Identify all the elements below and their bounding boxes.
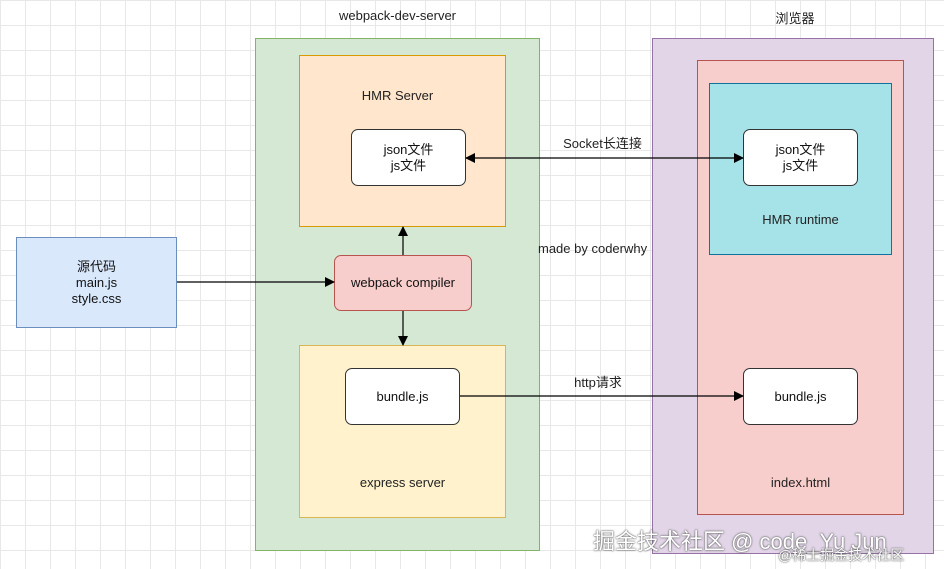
webpack-compiler-label: webpack compiler: [350, 275, 456, 290]
browser-bundle-label: bundle.js: [774, 388, 827, 404]
webpack-compiler-node: webpack compiler: [334, 255, 472, 311]
source-node: 源代码 main.js style.css: [16, 237, 177, 328]
source-line-3: style.css: [71, 290, 122, 306]
browser-file-json: json文件: [775, 141, 826, 157]
browser-bundle-node: bundle.js: [743, 368, 858, 425]
express-server-title: express server: [359, 475, 446, 490]
hmr-server-box: [299, 55, 506, 227]
browser-file-js: js文件: [782, 157, 819, 173]
socket-label: Socket长连接: [563, 136, 642, 151]
server-file-json: json文件: [383, 141, 434, 157]
hmr-server-title: HMR Server: [361, 88, 434, 103]
hmr-runtime-title: HMR runtime: [762, 212, 839, 227]
server-file-js: js文件: [390, 157, 427, 173]
server-bundle-label: bundle.js: [376, 388, 429, 404]
dev-server-title: webpack-dev-server: [338, 8, 457, 23]
source-line-2: main.js: [75, 274, 118, 290]
watermark-sub: @稀土掘金技术社区: [778, 547, 905, 563]
server-files-node: json文件 js文件: [351, 129, 466, 186]
server-bundle-node: bundle.js: [345, 368, 460, 425]
browser-title: 浏览器: [775, 11, 815, 26]
http-label: http请求: [574, 375, 622, 390]
credit-label: made by coderwhy: [538, 241, 648, 256]
watermark-main: 掘金技术社区 @ code_Yu Jun: [593, 529, 887, 554]
index-page-title: index.html: [770, 475, 831, 490]
browser-files-node: json文件 js文件: [743, 129, 858, 186]
source-line-1: 源代码: [76, 258, 116, 274]
